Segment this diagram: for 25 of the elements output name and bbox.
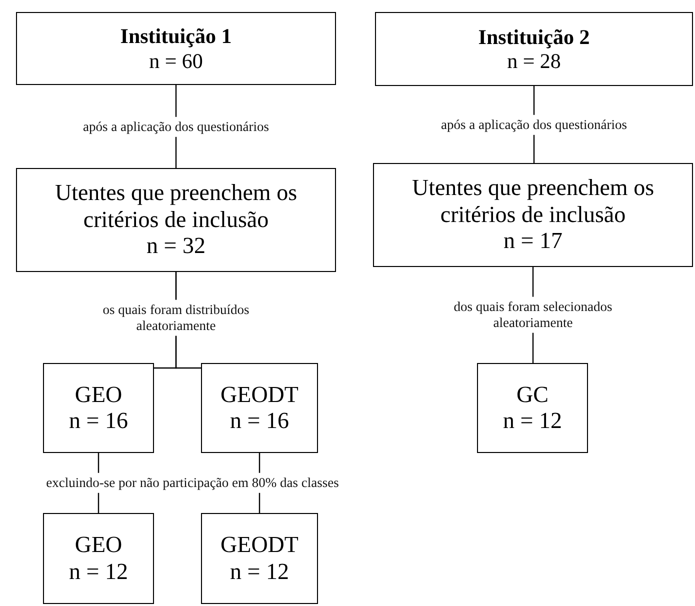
- count-text: n = 12: [230, 558, 289, 585]
- box-heading: GEO: [74, 532, 122, 558]
- count-text: n = 17: [504, 228, 562, 255]
- box-heading: Instituição 2: [478, 24, 590, 49]
- box-heading: GEODT: [220, 532, 298, 558]
- count-text: n = 28: [507, 49, 561, 74]
- process-box: [201, 363, 318, 453]
- count-text: n = 12: [503, 408, 562, 434]
- box-heading: Instituição 1: [120, 24, 232, 48]
- count-text: n = 16: [230, 408, 289, 434]
- box-heading: GEODT: [220, 382, 298, 408]
- process-box: [43, 363, 154, 453]
- process-box: [16, 12, 336, 85]
- process-box: [373, 163, 693, 267]
- count-text: n = 60: [149, 48, 203, 73]
- count-text: n = 12: [69, 558, 128, 585]
- count-text: n = 32: [146, 233, 206, 260]
- process-box: [201, 513, 318, 604]
- box-heading: GC: [516, 382, 548, 408]
- process-box: [477, 363, 588, 453]
- process-box: [375, 12, 693, 86]
- box-heading: GEO: [74, 382, 122, 408]
- process-box: [43, 513, 154, 604]
- count-text: n = 16: [69, 408, 128, 434]
- process-box: [16, 168, 336, 272]
